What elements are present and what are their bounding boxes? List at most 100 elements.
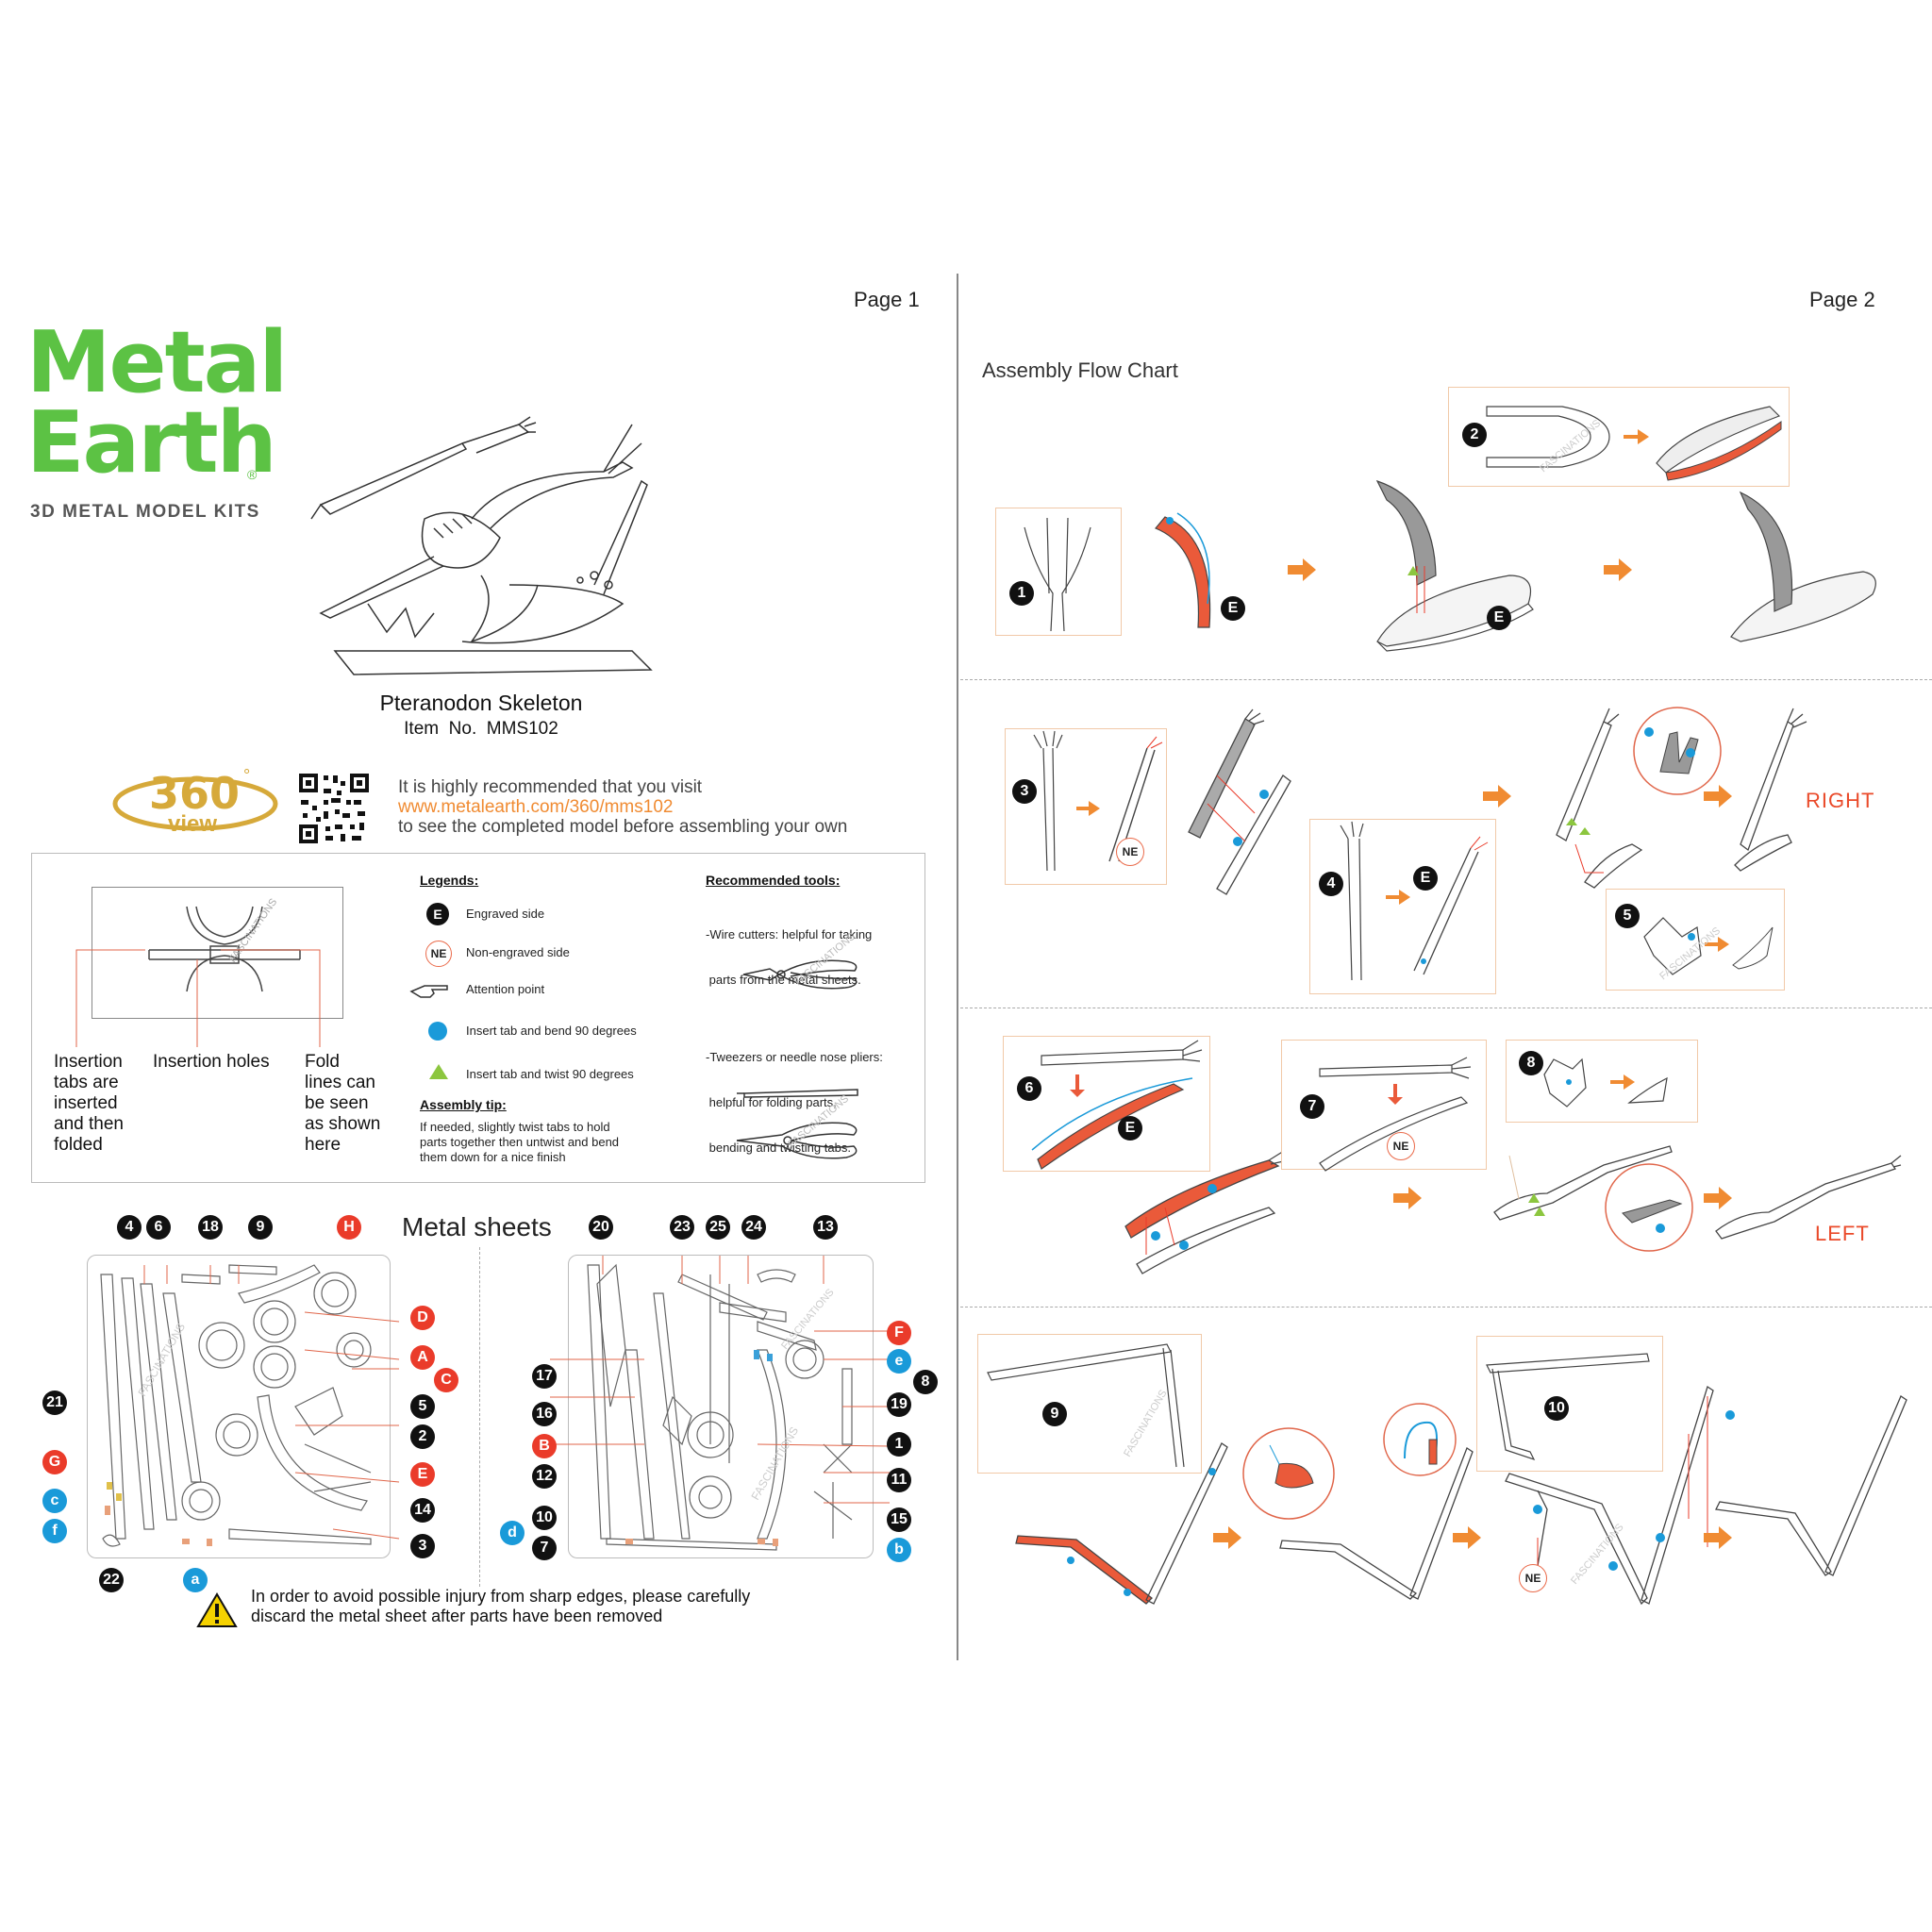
model-name: Pteranodon Skeleton: [379, 691, 583, 715]
registered-mark: ®: [247, 467, 258, 482]
sheet-2-part-24: 24: [741, 1215, 766, 1240]
sheet-2-part-23: 23: [670, 1215, 694, 1240]
step-10-non-engraved-badge: NE: [1519, 1564, 1547, 1592]
flow-arrow-2: [1604, 558, 1632, 581]
green-triangle-icon: [429, 1064, 448, 1079]
recommend-line-3: to see the completed model before assemb…: [398, 817, 848, 837]
non-engraved-badge: NE: [425, 941, 452, 967]
step-7-badge: 7: [1300, 1094, 1324, 1119]
sheet-1-part-5: 5: [410, 1394, 435, 1419]
sheet-2-part-1: 1: [887, 1432, 911, 1457]
sheet-1-part-C: C: [434, 1368, 458, 1392]
svg-text:FASCINATIONS: FASCINATIONS: [1569, 1522, 1626, 1587]
sheet-1-part-3: 3: [410, 1534, 435, 1558]
legend-panel: FASCINATIONS Insertion tabs are inserted…: [31, 853, 925, 1183]
view-360-number: 360: [149, 768, 241, 819]
step-9-badge: 9: [1042, 1402, 1067, 1426]
step-2-result: [1730, 491, 1876, 642]
sheet-1-part-22: 22: [99, 1568, 124, 1592]
sheet-1-part-H: H: [337, 1215, 361, 1240]
flow-arrow-7: [1213, 1526, 1241, 1549]
step-8-assembly: [1493, 1145, 1673, 1221]
item-number: Item No. MMS102: [404, 719, 558, 739]
svg-text:FASCINATIONS: FASCINATIONS: [135, 1321, 188, 1398]
step-2-assembly: [1375, 479, 1534, 652]
flow-arrow-3: [1483, 785, 1511, 808]
sheet-1-part-f: f: [42, 1519, 67, 1543]
step-3-frame: [1005, 728, 1167, 885]
step-6-7-assembly: [1124, 1150, 1289, 1274]
step-2-engraved-badge: E: [1487, 606, 1511, 630]
step-6-frame: [1003, 1036, 1210, 1172]
recommend-url-link[interactable]: www.metalearth.com/360/mms102: [398, 797, 674, 817]
flow-arrow-4: [1704, 785, 1732, 808]
sheet-2-part-25: 25: [706, 1215, 730, 1240]
pteranodon-model-illustration: [310, 416, 653, 675]
step-6-part: [1031, 1040, 1203, 1170]
step-10-badge: 10: [1544, 1396, 1569, 1421]
sheet-1-part-14: 14: [410, 1498, 435, 1523]
sheet-2-part-b: b: [887, 1538, 911, 1562]
sheet-2-part-11: 11: [887, 1468, 911, 1492]
step-4-part: [1340, 821, 1489, 981]
sheet-2-part-F: F: [887, 1321, 911, 1345]
wire-cutters-icon: FASCINATIONS: [742, 931, 858, 990]
view-360-word: view: [168, 811, 218, 837]
hand-pointer-icon: [409, 985, 448, 998]
sheet-1-part-6: 6: [146, 1215, 171, 1240]
sheet-2-part-13: 13: [813, 1215, 838, 1240]
recommend-line-1: It is highly recommended that you visit: [398, 777, 703, 797]
step-9-frame: FASCINATIONS: [977, 1334, 1202, 1474]
step-9-assembly: [1015, 1442, 1228, 1605]
step-9-part: FASCINATIONS: [987, 1343, 1185, 1468]
step-7-part: [1319, 1057, 1472, 1172]
step-10-assembly: FASCINATIONS: [1505, 1385, 1735, 1606]
sheets-divider: [479, 1247, 480, 1587]
qr-code-icon[interactable]: [297, 772, 371, 845]
view-360-badge[interactable]: 360 ° view: [112, 764, 278, 840]
step-5-result: [1734, 708, 1807, 872]
step-5-frame: FASCINATIONS: [1606, 889, 1785, 991]
step-10-part: [1486, 1353, 1650, 1461]
sheet-1-part-A: A: [410, 1345, 435, 1370]
legends-title: Legends:: [420, 873, 479, 888]
legend-twist-text: Insert tab and twist 90 degrees: [466, 1067, 634, 1081]
sheet-2-part-7: 7: [532, 1536, 557, 1560]
metal-sheet-1: FASCINATIONS: [87, 1255, 400, 1558]
sheet-2-part-e: e: [887, 1349, 911, 1374]
sheet-2-part-16: 16: [532, 1402, 557, 1426]
flow-arrow-9: [1704, 1526, 1732, 1549]
right-side-label: RIGHT: [1806, 789, 1875, 812]
sheet-1-part-D: D: [410, 1306, 435, 1330]
step-4-frame: [1309, 819, 1496, 994]
brand-tagline: 3D METAL MODEL KITS: [30, 502, 260, 522]
tools-title: Recommended tools:: [706, 873, 841, 888]
step-9-zoom-circle-2: [1383, 1403, 1457, 1476]
warning-text: In order to avoid possible injury from s…: [251, 1587, 751, 1625]
diagram-pointer-lines: [75, 949, 321, 1047]
sheet-1-part-G: G: [42, 1450, 67, 1474]
step-10-frame: [1476, 1336, 1663, 1472]
brand-line2: Earth: [26, 393, 277, 492]
row-divider-1: [960, 679, 1932, 680]
step-1-part: [1024, 517, 1091, 632]
step-6-engraved-badge: E: [1118, 1116, 1142, 1141]
brand-line1: Metal: [26, 313, 288, 412]
label-insertion-tabs: Insertion tabs are inserted and then fol…: [54, 1052, 124, 1155]
metal-sheets-title: Metal sheets: [402, 1212, 552, 1241]
legend-engraved-text: Engraved side: [466, 907, 545, 921]
sheet-1-part-c: c: [42, 1489, 67, 1513]
step-9-zoom-circle: [1242, 1427, 1335, 1520]
step-3-4-assembly: [1188, 708, 1291, 895]
flow-arrow-1: [1288, 558, 1316, 581]
page-divider: [957, 274, 958, 1660]
step-5-part: FASCINATIONS: [1643, 917, 1774, 982]
view-360-swoosh-icon: [112, 776, 278, 831]
svg-text:FASCINATIONS: FASCINATIONS: [779, 1287, 837, 1352]
sheet-2-part-17: 17: [532, 1364, 557, 1389]
view-360-degree: °: [243, 766, 251, 785]
warning-icon: [196, 1592, 238, 1627]
sheet-1-part-18: 18: [198, 1215, 223, 1240]
step-8-zoom-circle: [1605, 1163, 1693, 1252]
sheet-1-part-2: 2: [410, 1424, 435, 1449]
